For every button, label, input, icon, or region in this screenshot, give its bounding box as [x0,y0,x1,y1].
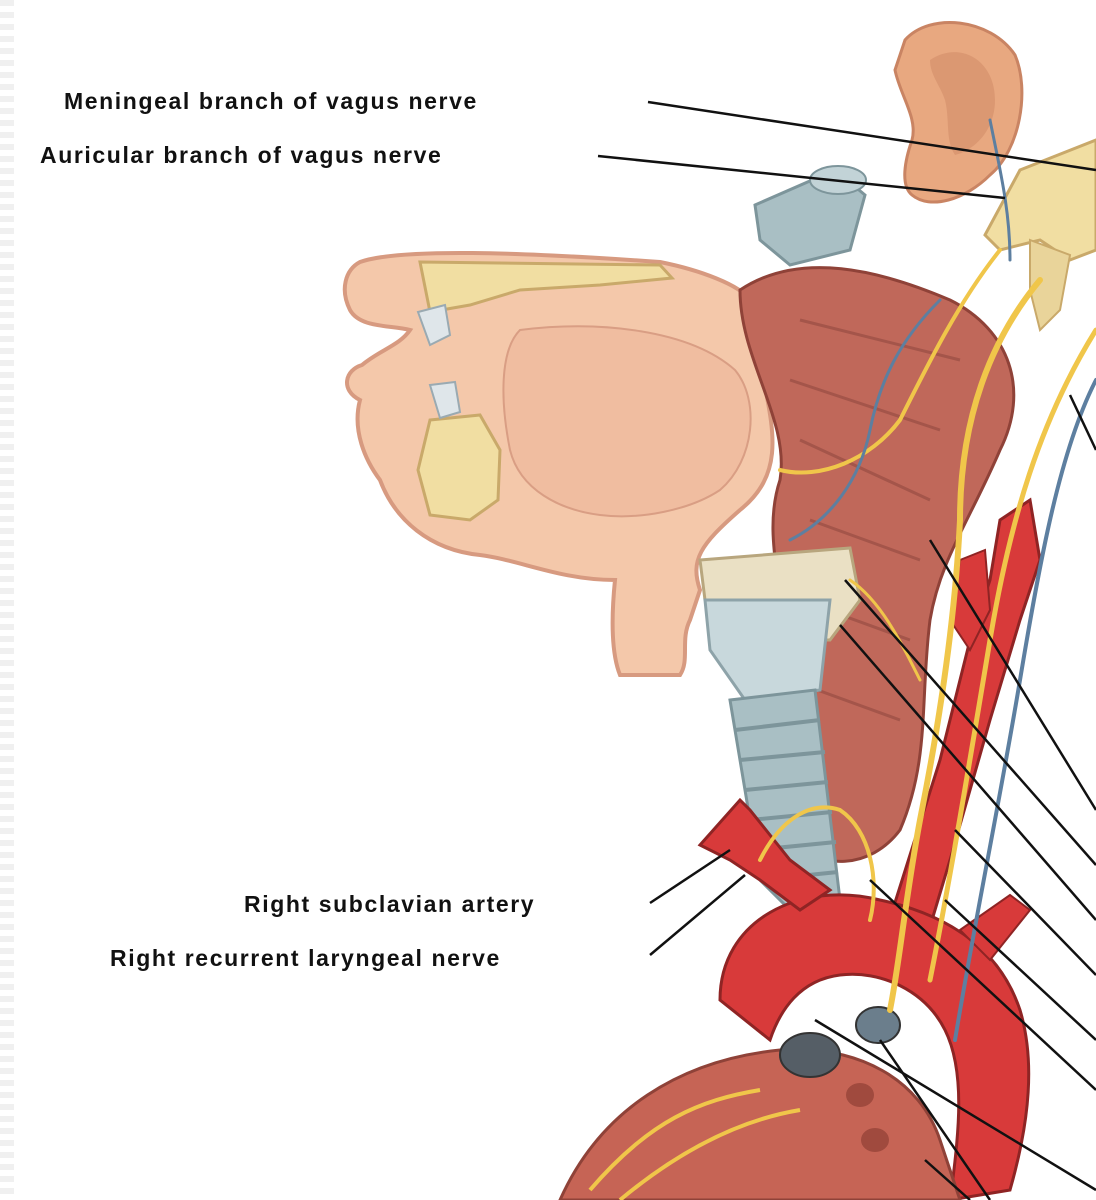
leader-right-9 [878,1039,992,1200]
leader-lines [597,100,1096,1200]
heart [558,1006,962,1200]
leader-recurrent [649,874,746,956]
leader-right-2 [928,539,1096,811]
jugular-vein-stump [753,165,867,267]
leader-right-5 [954,829,1096,976]
ear [893,20,1024,204]
label-auricular-branch: Auricular branch of vagus nerve [40,142,443,168]
label-meningeal-branch: Meningeal branch of vagus nerve [64,88,478,114]
leader-right-1 [1068,394,1096,451]
leader-subclavian [649,848,731,905]
nerves [758,118,1096,1042]
leader-right-6 [869,879,1096,1091]
arteries [697,497,1042,1200]
leader-meningeal [647,100,1096,172]
leader-right-3 [844,579,1096,866]
temporal-bone [983,138,1096,332]
leader-right-4 [839,624,1096,921]
leader-right-8 [814,1018,1096,1192]
leader-right-7 [944,899,1096,1041]
head-section [342,250,775,677]
leader-auricular [597,154,1006,200]
label-right-subclavian-artery: Right subclavian artery [244,891,536,917]
page-edge-strip [0,0,14,1200]
leader-right-10 [924,1159,971,1200]
label-right-recurrent-laryngeal-nerve: Right recurrent laryngeal nerve [110,945,501,971]
